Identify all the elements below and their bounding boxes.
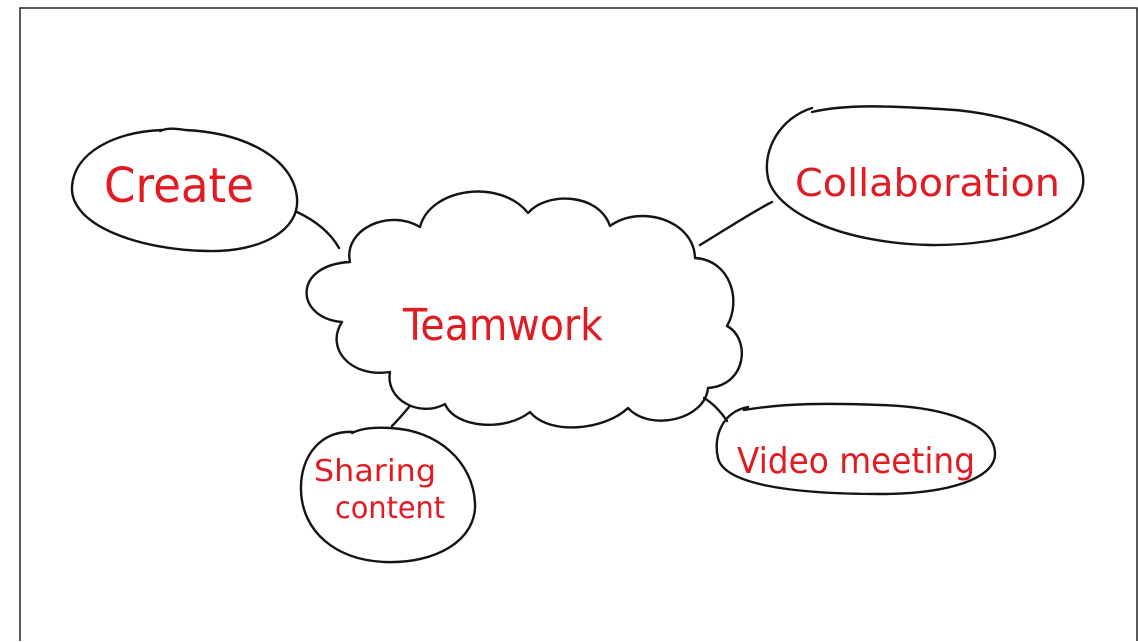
sharing-content-oval [299,426,477,564]
connector-sharing-content [390,405,411,428]
video-meeting-label: Video meeting [737,441,975,482]
create-oval [70,127,299,253]
connector-create [295,210,341,250]
teamwork-cloud [305,190,743,429]
page-frame [19,7,1138,641]
create-label: Create [104,158,254,214]
collaboration-label: Collaboration [795,161,1060,205]
video-meeting-oval [715,402,997,496]
connector-video-meeting [702,396,729,423]
sharing-label: Sharing [314,454,436,489]
teamwork-label: Teamwork [402,300,603,351]
connector-collaboration [698,200,774,247]
content-label: content [335,491,445,526]
collaboration-oval [765,105,1085,247]
